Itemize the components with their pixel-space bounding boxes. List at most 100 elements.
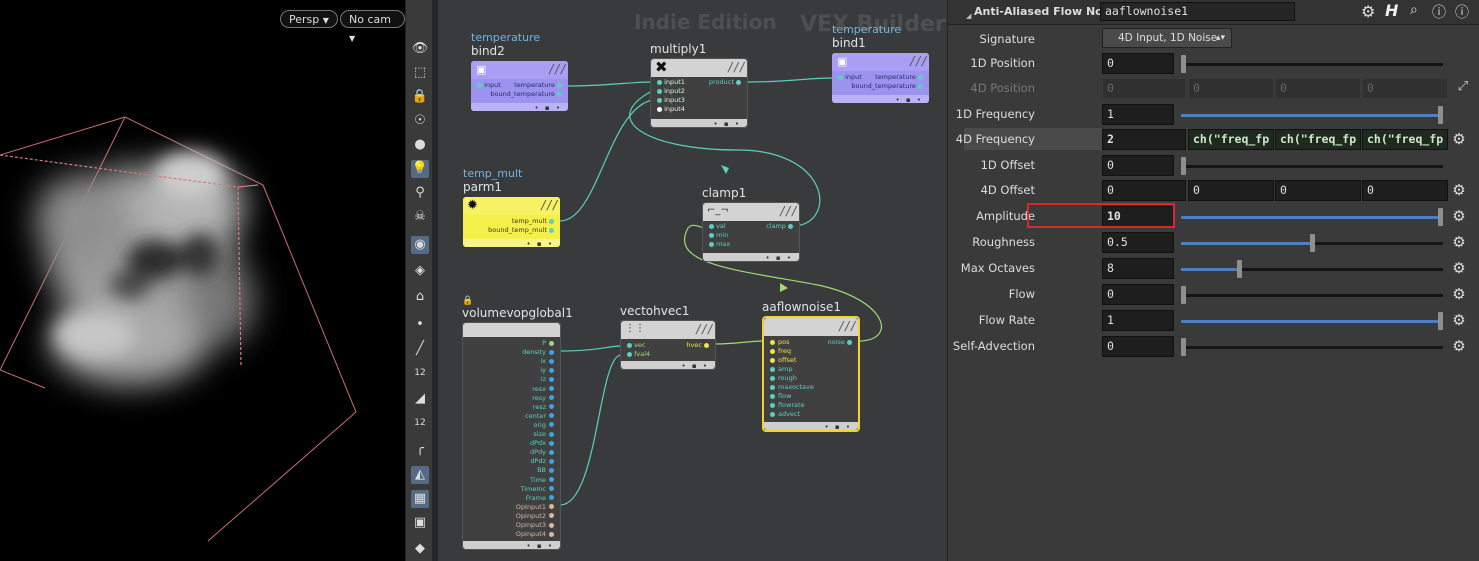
gear-icon[interactable]: ⚙ (1452, 233, 1466, 251)
help-h-icon[interactable]: H (1385, 1, 1399, 20)
output-port[interactable]: ix (540, 357, 554, 365)
num-icon-2[interactable]: 12 (414, 418, 426, 428)
slider-handle[interactable] (1181, 55, 1186, 73)
input-port[interactable]: rough (770, 374, 797, 382)
vop-network-editor[interactable]: Indie Edition VEX Builder temperature bi… (438, 0, 947, 561)
slider-handle[interactable] (1438, 312, 1443, 330)
flow-slider[interactable] (1181, 286, 1443, 304)
eraser-icon[interactable]: ◢ (415, 391, 425, 406)
port-dot[interactable] (549, 449, 554, 455)
output-port[interactable]: Frame (526, 494, 554, 502)
output-port[interactable]: OpInput1 (516, 503, 554, 511)
max-octaves-slider[interactable] (1181, 260, 1443, 278)
port-dot[interactable] (770, 411, 775, 417)
port-dot[interactable] (549, 513, 554, 519)
gear-icon[interactable]: ⚙ (1452, 285, 1466, 303)
skull-icon[interactable]: ☠ (414, 209, 426, 224)
port-dot[interactable] (770, 366, 775, 372)
camera-menu-button[interactable]: No cam ▼ (340, 10, 405, 43)
input-port[interactable]: maxoctave (770, 383, 814, 391)
slider-handle[interactable] (1438, 208, 1443, 226)
node-bind1[interactable]: temperature bind1 ▣/ / / input temperatu… (832, 24, 929, 104)
self-advection-slider[interactable] (1181, 338, 1443, 356)
search-icon[interactable]: ⌕ (1410, 2, 1418, 18)
slider-handle[interactable] (1181, 157, 1186, 175)
output-port[interactable]: Time (530, 476, 554, 484)
node-bind2[interactable]: temperature bind2 ▣/ / / input temperatu… (471, 32, 568, 112)
lock-icon[interactable]: 🔒 (411, 89, 429, 104)
grid-icon[interactable]: ▣ (413, 515, 427, 530)
4d-offset-field-2[interactable]: 0 (1188, 180, 1274, 201)
output-port[interactable]: resy (532, 394, 554, 402)
port-dot[interactable] (770, 339, 775, 345)
gear-icon[interactable]: ⚙ (1452, 337, 1466, 355)
4d-offset-field-4[interactable]: 0 (1362, 180, 1448, 201)
output-port[interactable]: iz (541, 375, 554, 383)
port-dot[interactable] (770, 402, 775, 408)
4d-position-field-3[interactable]: 0 (1275, 78, 1361, 99)
camera-icon[interactable]: ⚲ (415, 185, 425, 200)
output-port[interactable]: BB (537, 466, 554, 474)
wire-icon[interactable]: ◈ (415, 263, 425, 278)
input-port[interactable]: offset (770, 356, 796, 364)
port-dot[interactable] (770, 357, 775, 363)
1d-frequency-field[interactable]: 1 (1102, 104, 1174, 125)
slider-handle[interactable] (1181, 286, 1186, 304)
port-dot[interactable] (549, 495, 554, 501)
port-dot[interactable] (549, 422, 554, 428)
gear-icon[interactable]: ⚙ (1452, 311, 1466, 329)
output-port[interactable]: size (533, 430, 554, 438)
4d-position-field-2[interactable]: 0 (1188, 78, 1274, 99)
node-vectohvec1[interactable]: vectohvec1 ⋮⋮/ / / vec fval4 hvec • ▪ • (620, 304, 716, 370)
4d-frequency-field-4[interactable]: ch("freq_fp (1362, 129, 1448, 150)
output-port[interactable]: OpInput4 (516, 530, 554, 538)
amplitude-slider[interactable] (1181, 208, 1443, 226)
ghost-icon[interactable]: ☉ (414, 113, 426, 128)
output-port[interactable]: TimeInc (520, 485, 554, 493)
input-port[interactable]: advect (770, 410, 800, 418)
node-multiply1[interactable]: multiply1 ✖/ / / input1 input2 input3 in… (650, 42, 748, 128)
1d-offset-field[interactable]: 0 (1102, 155, 1174, 176)
port-dot[interactable] (549, 467, 554, 473)
port-dot[interactable] (549, 376, 554, 382)
display-icon[interactable]: ◉ (411, 236, 429, 254)
output-port[interactable]: resx (532, 385, 554, 393)
roughness-slider[interactable] (1181, 234, 1443, 252)
4d-position-field-1[interactable]: 0 (1102, 78, 1186, 99)
flow-rate-field[interactable]: 1 (1102, 310, 1174, 331)
eye-icon[interactable]: 👁 (411, 41, 429, 56)
gear-icon[interactable]: ⚙ (1452, 130, 1466, 148)
slider-handle[interactable] (1310, 234, 1315, 252)
port-dot[interactable] (549, 477, 554, 482)
snap-icon[interactable]: ⌂ (415, 289, 425, 304)
gear-icon[interactable]: ⚙ (1452, 181, 1466, 199)
port-dot[interactable] (549, 440, 554, 446)
port-dot[interactable] (770, 393, 775, 399)
port-dot[interactable] (549, 404, 554, 410)
curve-icon[interactable]: ╭ (416, 441, 424, 456)
port-dot[interactable] (770, 384, 775, 390)
select-icon[interactable]: ⬚ (413, 65, 427, 80)
roughness-field[interactable]: 0.5 (1102, 232, 1174, 253)
output-port[interactable]: OpInput3 (516, 521, 554, 529)
port-dot[interactable] (549, 340, 554, 346)
gear-icon[interactable]: ⚙ (1361, 2, 1376, 21)
num-icon[interactable]: 12 (414, 368, 426, 378)
pane-splitter[interactable] (432, 0, 438, 561)
port-dot[interactable] (549, 522, 554, 528)
4d-offset-field-1[interactable]: 0 (1102, 180, 1186, 201)
output-port[interactable]: iy (540, 366, 554, 374)
port-dot[interactable] (549, 458, 554, 464)
perspective-menu-button[interactable]: Persp ▼ (280, 10, 338, 28)
port-dot[interactable] (770, 348, 775, 354)
4d-frequency-field-1[interactable]: 2 (1102, 129, 1186, 150)
1d-frequency-slider[interactable] (1181, 106, 1443, 124)
flow-field[interactable]: 0 (1102, 284, 1174, 305)
1d-position-field[interactable]: 0 (1102, 53, 1174, 74)
node-clamp1[interactable]: clamp1 ⌐_¬/ / / val min max clamp • ▪ • (702, 186, 800, 262)
output-port[interactable]: P (542, 339, 554, 347)
shade-icon[interactable]: ◭ (411, 466, 429, 484)
input-port[interactable]: amp (770, 365, 792, 373)
